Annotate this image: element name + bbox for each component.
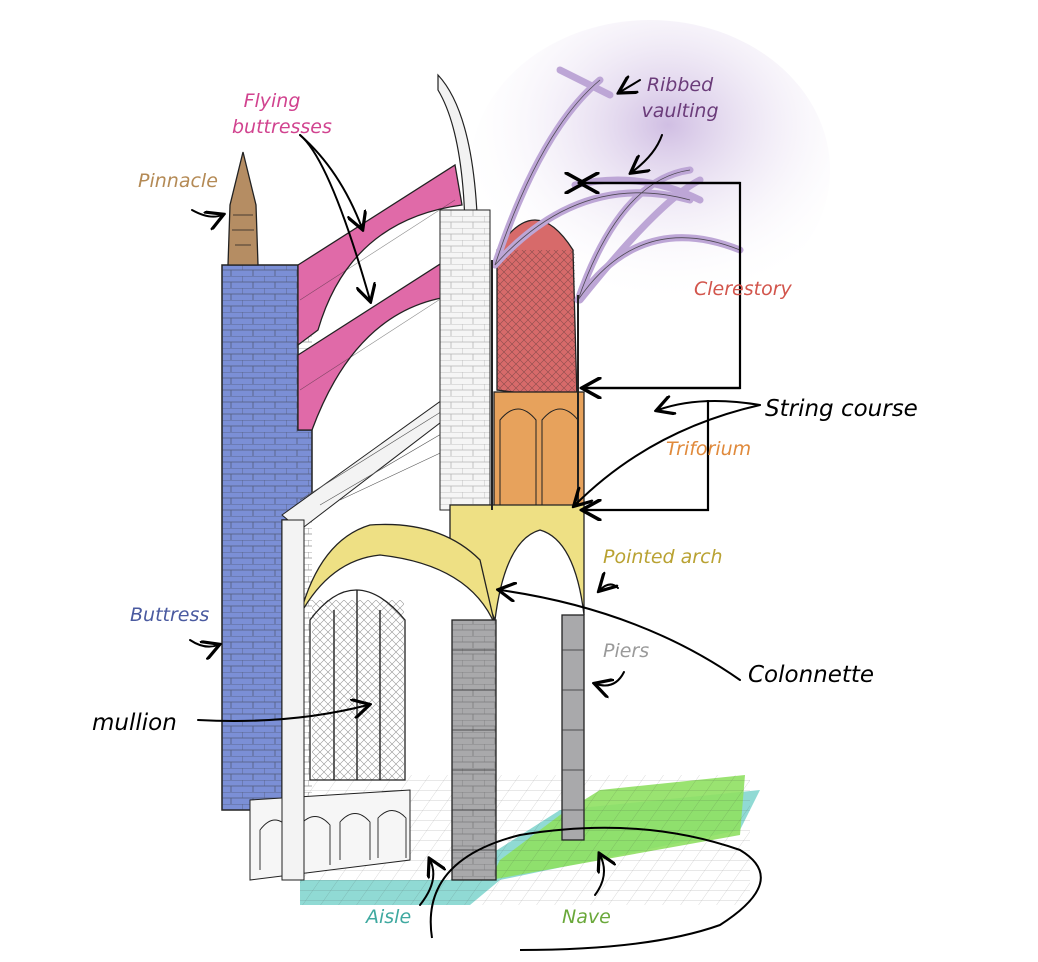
flying-buttress-upper [297,163,463,347]
colonnette-label: Colonnette [748,662,875,688]
triforium-label: Triforium [666,438,752,460]
nave-ellipse [429,826,762,951]
triforium-band [493,391,585,508]
mullion-label: mullion [92,710,177,736]
string-course-label: String course [765,396,918,422]
pointed-arch-label: Pointed arch [603,546,723,568]
ribbed-vaulting-label: Ribbed vaulting [641,74,719,122]
flying-buttresses-label: Flying buttresses [232,90,332,138]
buttress-label: Buttress [130,604,210,626]
pier-back [561,614,585,841]
pointed-arch-aisle [299,523,496,626]
nave-label: Nave [562,906,611,928]
clerestory-label: Clerestory [694,278,792,300]
pointer-arrows [189,80,761,906]
piers-label: Piers [603,640,650,662]
pinnacle-label: Pinnacle [138,170,218,192]
aisle-label: Aisle [366,906,412,928]
pinnacle-shape [227,151,259,266]
triforium-bracket [584,400,710,510]
